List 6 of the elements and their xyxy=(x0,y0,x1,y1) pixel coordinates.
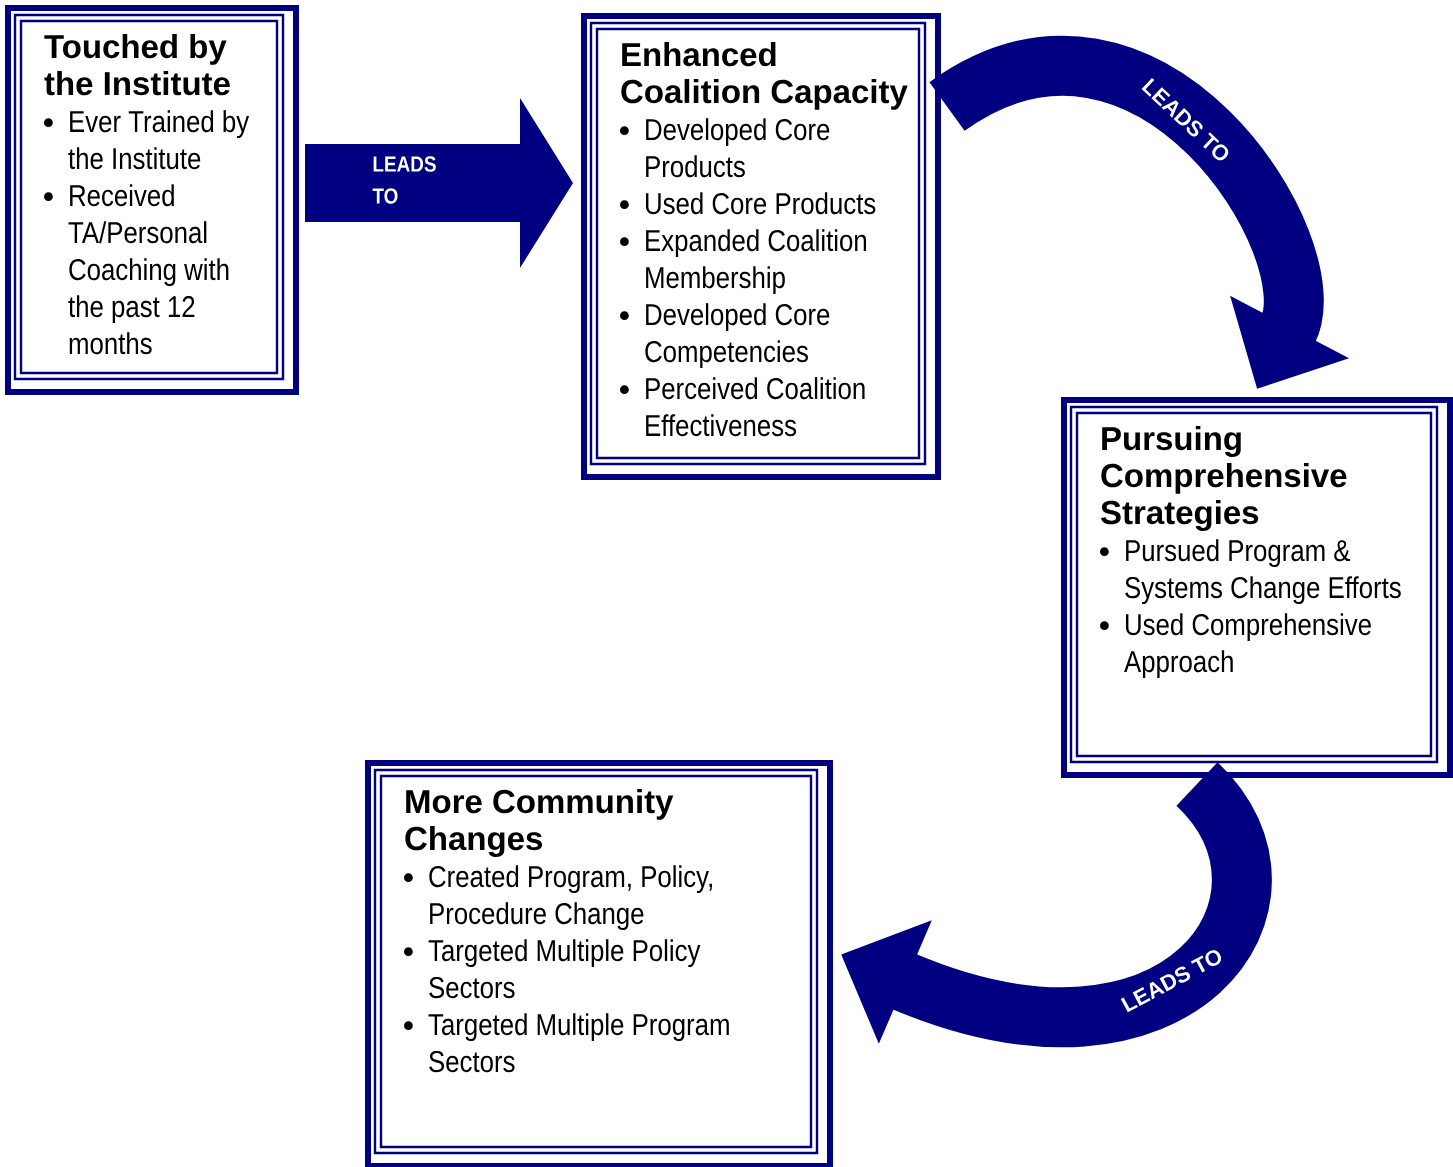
edge-label: LEADS TO xyxy=(372,156,436,204)
outcome-box: More Community Changes Created Program, Policy, Procedure Change Targeted Multiple Policy Sectors Targeted Multiple Program Sectors xyxy=(365,760,833,1167)
outcome-box: Touched by the Institute Ever Trained by the Institute Received TA/Personal Coaching with the past 12 months xyxy=(5,5,299,395)
outcome-box: Pursuing Comprehensive Strategies Pursued Program & Systems Change Efforts Used Comprehensive Approach xyxy=(1061,397,1453,778)
outcome-box: Enhanced Coalition Capacity Developed Core Products Used Core Products Expanded Coalition Membership Developed Core Competencies Perceived Coalition Effectiveness xyxy=(581,13,941,480)
block-arrow xyxy=(305,98,573,268)
